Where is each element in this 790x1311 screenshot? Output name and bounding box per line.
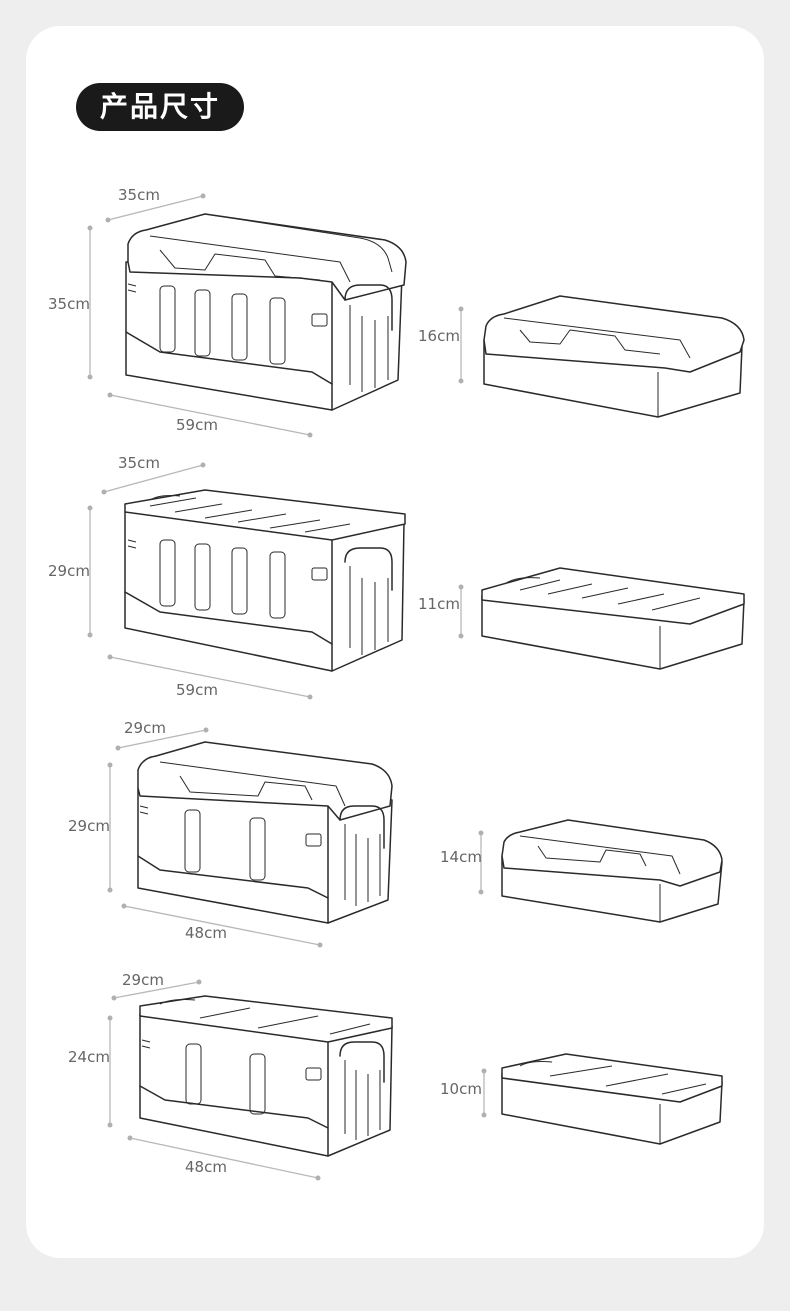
row-3-folded-box: 14cm (440, 819, 723, 923)
row-1-depth-label: 35cm (118, 186, 160, 204)
row-4-folded-box: 10cm (440, 1053, 723, 1145)
row-3-width-label: 48cm (185, 924, 227, 942)
section-title: 产品尺寸 (76, 83, 245, 131)
row-3-open-box (137, 741, 393, 924)
row-1-folded-height-label: 16cm (418, 327, 460, 345)
row-2: 35cm 29cm 59cm 11cm (48, 454, 745, 700)
row-3: 29cm 29cm 48cm 14cm (68, 719, 723, 948)
row-3-height-label: 29cm (68, 817, 110, 835)
row-1: 35cm 35cm 59cm (48, 186, 745, 438)
row-1-open-box (125, 213, 407, 411)
row-1-height-label: 35cm (48, 295, 90, 313)
row-3-depth-label: 29cm (124, 719, 166, 737)
row-2-folded-height-label: 11cm (418, 595, 460, 613)
row-4: 29cm 24cm 48cm 10cm (68, 971, 723, 1181)
row-2-height-label: 29cm (48, 562, 90, 580)
row-4-width-label: 48cm (185, 1158, 227, 1176)
row-2-width-label: 59cm (176, 681, 218, 699)
row-3-folded-height-label: 14cm (440, 848, 482, 866)
row-2-depth-label: 35cm (118, 454, 160, 472)
row-4-open-box (139, 995, 393, 1157)
row-1-width-label: 59cm (176, 416, 218, 434)
row-1-folded-box: 16cm (418, 295, 745, 418)
row-4-depth-label: 29cm (122, 971, 164, 989)
row-4-height-label: 24cm (68, 1048, 110, 1066)
row-4-folded-height-label: 10cm (440, 1080, 482, 1098)
row-2-folded-box: 11cm (418, 567, 745, 670)
row-2-open-box (124, 489, 406, 672)
